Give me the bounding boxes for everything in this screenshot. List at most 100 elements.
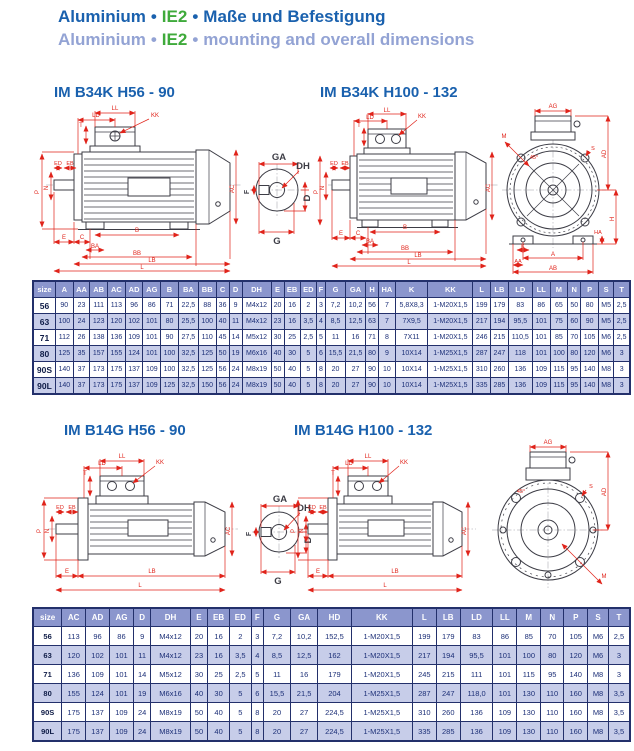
column-header-n: N [567, 280, 582, 298]
value-cell: 36 [215, 297, 230, 314]
value-cell: 160 [563, 721, 589, 742]
dim-label-kk: KK [400, 460, 408, 466]
column-header-eb: EB [207, 607, 230, 627]
value-cell: M8 [587, 664, 609, 684]
bullet-separator: • [192, 30, 199, 49]
value-cell: 40 [189, 683, 209, 703]
value-cell: 115 [516, 664, 542, 684]
column-header-lb: LB [435, 607, 461, 627]
value-cell: 217 [411, 645, 437, 665]
dim-label-l: L [140, 265, 144, 271]
value-cell: 70 [567, 329, 582, 346]
value-cell: 14 [228, 329, 243, 346]
value-cell: 110 [540, 702, 565, 722]
column-header-s: S [597, 280, 615, 298]
value-cell: 71 [365, 329, 380, 346]
dim-label-aa: AA [514, 259, 522, 265]
value-cell: 173 [89, 377, 109, 395]
value-cell: 138 [89, 329, 109, 346]
value-cell: 27 [290, 721, 319, 742]
value-cell: 2,5 [613, 313, 631, 330]
value-cell: 125 [197, 345, 217, 362]
value-cell: 247 [435, 683, 461, 703]
value-cell: 6 [315, 345, 327, 362]
value-cell: 115 [549, 377, 569, 395]
bullet-separator: • [150, 30, 157, 49]
value-cell: 16 [283, 297, 301, 314]
dim-label-lb: LB [148, 569, 155, 575]
dim-label-n: N [320, 186, 326, 190]
value-cell: M8 [587, 721, 609, 742]
value-cell: 2,5 [607, 626, 631, 646]
value-cell: 24 [228, 361, 243, 378]
size-cell: 63 [32, 645, 63, 665]
value-cell: 86 [531, 297, 551, 314]
value-cell: 22,5 [177, 297, 199, 314]
value-cell: M4x12 [150, 626, 191, 646]
dim-label-h: H [610, 217, 616, 221]
value-cell: 32,5 [177, 377, 199, 395]
value-cell: 175 [107, 377, 126, 395]
value-cell: 120 [107, 313, 126, 330]
dim-label-ag: AG [544, 440, 553, 446]
value-cell: 11 [132, 645, 152, 665]
value-cell: 2 [228, 626, 252, 646]
dimension-lines [39, 110, 239, 274]
value-cell: 3 [613, 345, 631, 362]
value-cell: 215 [490, 329, 509, 346]
column-header-k: K [394, 280, 429, 298]
dim-label-ag: AG [549, 104, 558, 110]
dim-label-n: N [45, 529, 51, 533]
page-header: Aluminium•IE2•Maße und Befestigung Alumi… [58, 5, 474, 51]
dim-label-p: P [35, 190, 41, 194]
value-cell: 102 [85, 645, 111, 665]
value-cell: 105 [563, 626, 589, 646]
dim-label-c: C [80, 235, 85, 241]
dim-label-b: B [135, 228, 139, 234]
value-cell: 246 [472, 329, 492, 346]
column-header-eb: EB [283, 280, 301, 298]
dim-label-ll: LL [365, 454, 372, 460]
value-cell: 40 [283, 377, 301, 395]
value-cell: 199 [411, 626, 437, 646]
size-cell: 56 [32, 297, 56, 314]
value-cell: 95,5 [507, 313, 533, 330]
value-cell: 109 [531, 377, 551, 395]
value-cell: 194 [490, 313, 509, 330]
column-header-m: M [516, 607, 542, 627]
dimension-lines [317, 111, 495, 269]
motor-front-view: AG M 45° S AD H HA K A AA AB [502, 104, 619, 275]
value-cell: 16 [283, 313, 301, 330]
value-cell: 110,5 [507, 329, 533, 346]
motor-side-view-outline [48, 475, 238, 561]
dim-label-n: N [299, 529, 305, 533]
value-cell: M4x12 [150, 645, 191, 665]
size-cell: 80 [32, 345, 56, 362]
value-cell: 1-M25X1,5 [350, 721, 413, 742]
size-cell: 90L [32, 721, 63, 742]
value-cell: 123 [89, 313, 109, 330]
value-cell: 25 [283, 329, 301, 346]
size-cell: 90L [32, 377, 56, 395]
value-cell: 1-M25X1,5 [350, 702, 413, 722]
value-cell: 160 [563, 683, 589, 703]
value-cell: 125 [160, 377, 179, 395]
value-cell: 96 [85, 626, 111, 646]
value-cell: 95 [540, 664, 565, 684]
value-cell: 71 [160, 297, 179, 314]
dim-label-ac: AC [486, 183, 492, 192]
value-cell: 136 [459, 721, 494, 742]
front-view-dimensions [529, 444, 611, 585]
value-cell: 11 [228, 313, 243, 330]
column-header-ha: HA [378, 280, 396, 298]
value-cell: 113 [107, 297, 126, 314]
value-cell: 16 [207, 645, 230, 665]
shaft-end-view: GA DH D G F [244, 152, 313, 247]
value-cell: 173 [89, 361, 109, 378]
value-cell: 100 [160, 361, 179, 378]
dim-label-e: E [62, 235, 66, 241]
dim-label-ga: GA [273, 494, 287, 505]
column-header-ac: AC [61, 607, 87, 627]
